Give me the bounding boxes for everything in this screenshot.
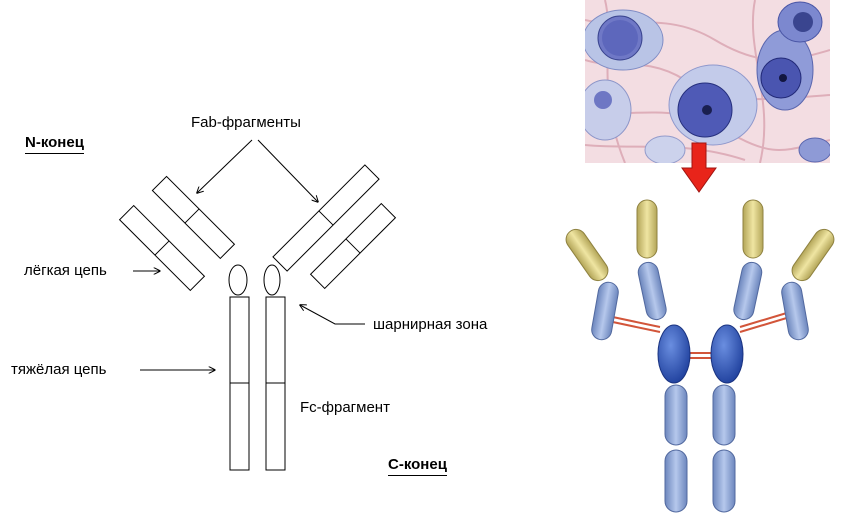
fc-ch3-left: [664, 449, 688, 513]
fc-fragment-label: Fc-фрагмент: [300, 399, 390, 416]
n-terminus-label: N-конец: [25, 135, 84, 154]
light-chain-label: лёгкая цепь: [24, 262, 107, 279]
plasma-cell-micrograph: [585, 0, 830, 163]
heavy-chain-ch1-right: [733, 261, 763, 321]
red-down-arrow: [681, 142, 717, 193]
light-chain-variable-left: [565, 228, 609, 282]
hinge-right: [263, 264, 281, 296]
heavy-chain-variable-right: [742, 199, 764, 259]
heavy-chain-label: тяжёлая цепь: [11, 361, 107, 378]
light-chain-constant-right: [781, 281, 809, 341]
c-terminus-label: С-конец: [388, 457, 447, 476]
hinge-left: [228, 264, 248, 296]
hinge-region-right: [710, 324, 744, 384]
heavy-chain-ch1-left: [637, 261, 667, 321]
hinge-region-left: [657, 324, 691, 384]
heavy-chain-left-arm: [151, 175, 236, 260]
light-chain-variable-right: [791, 228, 835, 282]
fab-arrow-left: [197, 139, 253, 193]
fc-ch3-right: [712, 449, 736, 513]
light-chain-constant-left: [591, 281, 619, 341]
fc-ch2-right: [712, 384, 736, 446]
heavy-chain-variable-left: [636, 199, 658, 259]
fab-fragments-label: Fab-фрагменты: [191, 114, 301, 131]
fc-ch2-left: [664, 384, 688, 446]
fab-arrow-right: [257, 139, 318, 202]
hinge-arrow: [300, 305, 365, 325]
hinge-region-label: шарнирная зона: [373, 316, 488, 333]
